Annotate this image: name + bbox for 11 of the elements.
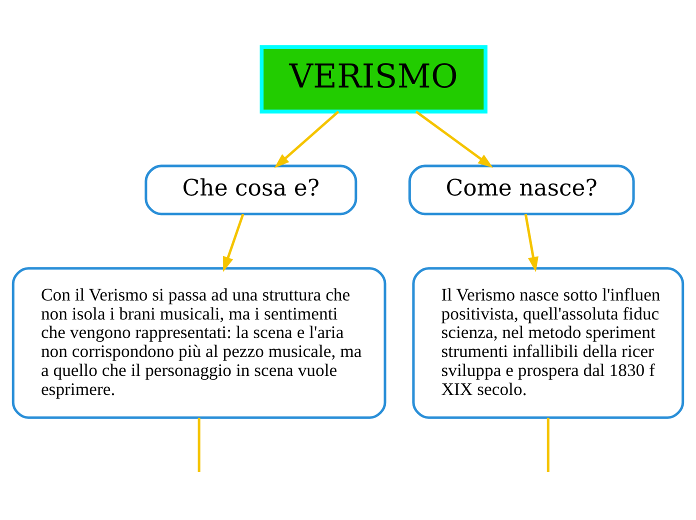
node-box: Come nasce?: [408, 164, 635, 216]
node-box: Che cosa e?: [144, 164, 358, 216]
connector: [546, 418, 550, 472]
arrow: [524, 214, 538, 272]
node-box: VERISMO: [260, 45, 488, 114]
arrow: [274, 110, 340, 168]
arrow: [223, 214, 244, 272]
connector: [198, 418, 200, 472]
arrow: [415, 110, 494, 168]
node-box: Con il Verismo si passa ad una struttura che non isola i brani musicali, ma i sentimenti che vengono rappresentati: la scena e l'aria non corrispondono più al pezzo musicale, ma a quello che il personaggio in scena vuole esprimere.: [12, 267, 386, 419]
node-box: Il Verismo nasce sotto l'influen positivista, quell'assoluta fiduc scienza, nel metodo speriment strumenti infallibili della ricer sviluppa e prospera dal 1830 f XIX secolo.: [412, 267, 684, 419]
